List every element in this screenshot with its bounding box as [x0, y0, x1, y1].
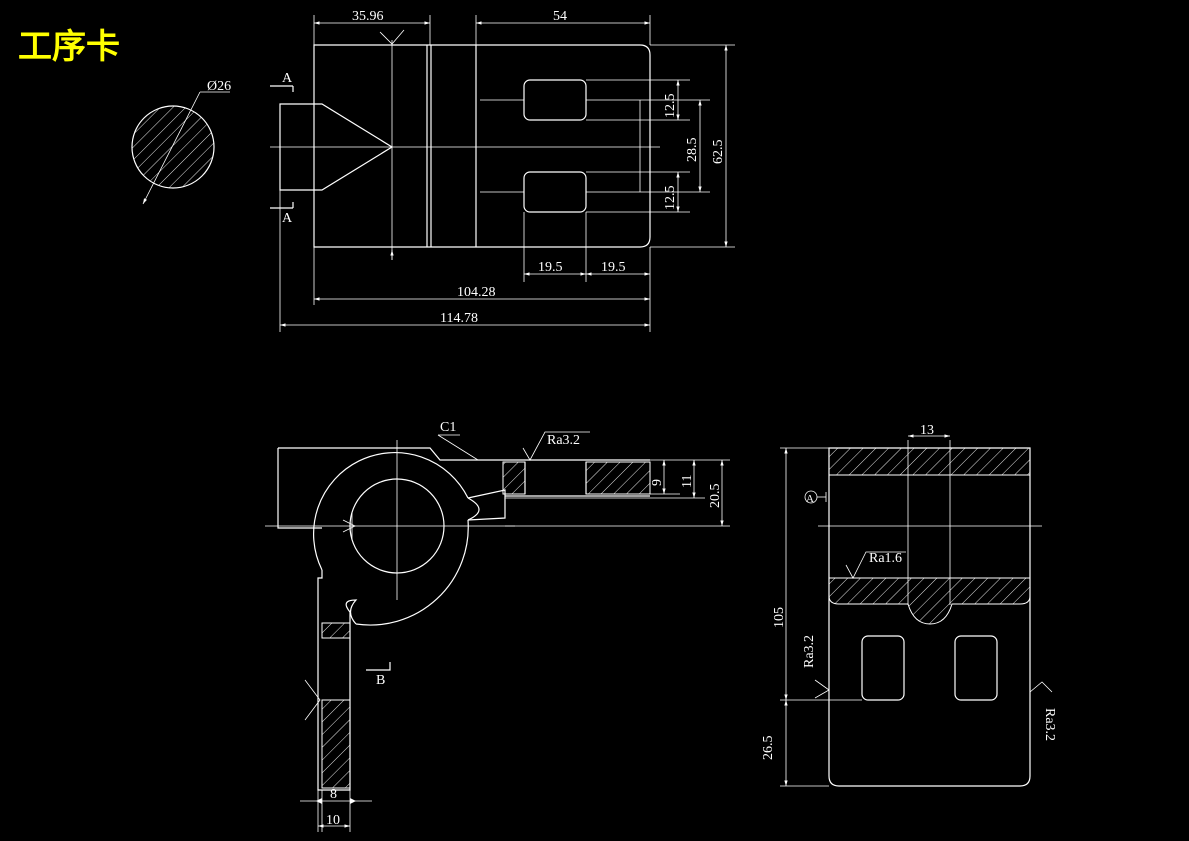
dim-28-5: 28.5 — [685, 138, 700, 163]
dim-114-78: 114.78 — [440, 311, 478, 326]
dim-11: 11 — [680, 475, 695, 488]
section-diameter-label: Ø26 — [207, 79, 231, 94]
top-view: A A 35.96 54 12.5 28.5 62.5 12.5 — [270, 9, 735, 332]
dim-19-5-left: 19.5 — [538, 260, 563, 275]
side-view: 13 A Ra1.6 Ra3.2 Ra3.2 105 26.5 — [761, 423, 1057, 787]
dim-105: 105 — [772, 607, 787, 628]
front-view: C1 Ra3.2 B 9 11 20.5 8 10 — [265, 420, 730, 832]
roughness-top: Ra1.6 — [869, 551, 902, 566]
dim-54: 54 — [553, 9, 567, 24]
dim-12-5-bottom: 12.5 — [663, 186, 678, 211]
drawing-title: 工序卡 — [18, 27, 120, 67]
dim-104-28: 104.28 — [457, 285, 496, 300]
dim-8: 8 — [330, 787, 337, 802]
dim-26-5: 26.5 — [761, 736, 776, 761]
roughness-front: Ra3.2 — [547, 433, 580, 448]
roughness-left: Ra3.2 — [802, 635, 817, 668]
view-label-b: B — [376, 673, 385, 688]
datum-a: A — [806, 493, 814, 505]
roughness-right: Ra3.2 — [1042, 708, 1057, 741]
section-label-top: A — [282, 71, 293, 86]
dim-19-5-right: 19.5 — [601, 260, 626, 275]
dim-9: 9 — [650, 479, 665, 486]
dim-20-5: 20.5 — [708, 484, 723, 509]
dim-35-96: 35.96 — [352, 9, 384, 24]
dim-13: 13 — [920, 423, 934, 438]
section-view-circle: Ø26 — [131, 79, 231, 205]
dim-10: 10 — [326, 813, 340, 828]
section-label-bottom: A — [282, 211, 293, 226]
dim-12-5-top: 12.5 — [663, 94, 678, 119]
chamfer-label: C1 — [440, 420, 456, 435]
dim-62-5: 62.5 — [711, 140, 726, 165]
